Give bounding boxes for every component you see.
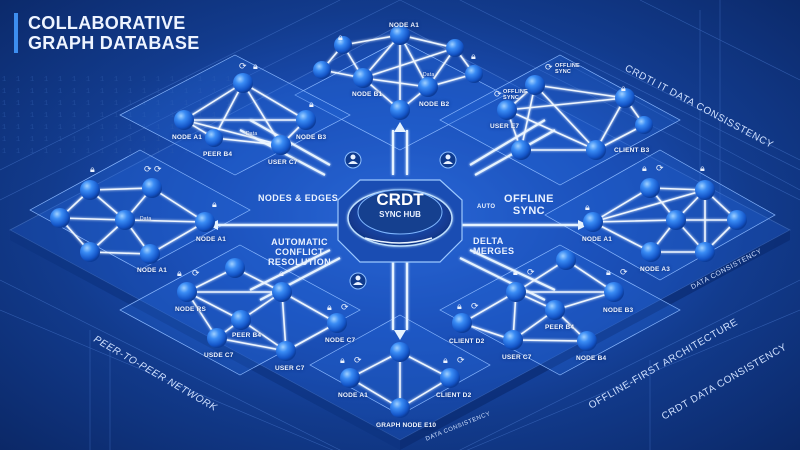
delta-merges-label: DELTA MERGES (473, 236, 514, 256)
sync-icon: ⟳ (471, 301, 479, 311)
lock-icon: 🔒︎ (253, 61, 258, 71)
node-label: NODE B3 (603, 307, 634, 314)
lock-icon: 🔒︎ (212, 199, 217, 209)
conflict-line-3: RESOLUTION (268, 257, 332, 267)
sync-icon: ⟳ (239, 61, 247, 71)
lock-icon: 🔒︎ (340, 355, 345, 365)
node-label: NODE A1 (389, 22, 420, 29)
node-label: NODE RS (175, 306, 207, 313)
lock-icon: 🔒︎ (642, 163, 647, 173)
node-label: NODE A1 (582, 236, 613, 243)
edge-label: Data (140, 216, 152, 222)
hub-title: CRDT (376, 190, 424, 209)
edge-label: Data (246, 131, 258, 137)
node-label: NODE A3 (640, 266, 671, 273)
sync-icon: ⟳ (494, 89, 502, 99)
sync-icon: ⟳ (620, 267, 628, 277)
node-label: USDE C7 (204, 352, 234, 359)
nodes-edges-label: NODES & EDGES (258, 193, 339, 203)
lock-icon: 🔒︎ (700, 163, 705, 173)
crdt-hub (337, 179, 463, 263)
sync-icon: ⟳ (341, 302, 349, 312)
conflict-line-1: AUTOMATIC (271, 237, 328, 247)
lock-icon: 🔒︎ (338, 32, 343, 42)
sync-icon: ⟳ ⟳ (144, 164, 162, 174)
node-label: USER C7 (268, 159, 298, 166)
user-avatars (344, 151, 457, 290)
hub-subtitle: SYNC HUB (379, 210, 421, 219)
offline-sync-line-1: OFFLINE (504, 193, 554, 205)
node-label: CLIENT D2 (436, 392, 472, 399)
lock-icon: 🔒︎ (606, 267, 611, 277)
node-label: CLIENT D2 (449, 338, 485, 345)
node-label: PEER B4 (232, 332, 262, 339)
node-label: USER E7 (490, 123, 520, 130)
graph-nodes (50, 25, 747, 418)
node-label: NODE C7 (325, 337, 356, 344)
title-line-2: GRAPH DATABASE (28, 33, 200, 53)
node-label: USER C7 (275, 365, 305, 372)
auto-label: AUTO (477, 204, 496, 210)
offline-sync-label: OFFLINE SYNC (504, 193, 554, 217)
node-label: PEER B4 (545, 324, 575, 331)
node-label: NODE A1 (196, 236, 227, 243)
lock-icon: 🔒︎ (457, 301, 462, 311)
lock-icon: 🔒︎ (585, 202, 590, 212)
lock-icon: 🔒︎ (90, 164, 95, 174)
delta-line-1: DELTA (473, 236, 504, 246)
lock-icon: 🔒︎ (177, 268, 182, 278)
sync-icon: ⟳ (527, 267, 535, 277)
node-label: NODE A1 (137, 267, 168, 274)
edge-label: Data (423, 72, 435, 78)
sync-icon: ⟳ (192, 268, 200, 278)
lock-icon: 🔒︎ (279, 268, 284, 278)
offline-sync-tag: OFFLINE SYNC (555, 63, 580, 75)
conflict-line-2: CONFLICT (275, 247, 324, 257)
lock-icon: 🔒︎ (621, 83, 626, 93)
lock-icon: 🔒︎ (513, 267, 518, 277)
node-label: NODE B2 (419, 101, 450, 108)
conflict-resolution-label: AUTOMATIC CONFLICT RESOLUTION (268, 237, 331, 267)
title-line-1: COLLABORATIVE (28, 13, 186, 33)
node-label: GRAPH NODE E10 (376, 422, 437, 429)
sync-icon: ⟳ (656, 163, 664, 173)
offline-sync-line-2: SYNC (512, 205, 546, 217)
node-label: NODE A1 (338, 392, 369, 399)
lock-icon: 🔒︎ (309, 99, 314, 109)
offline-sync-tag: OFFLINE SYNC (503, 89, 528, 101)
node-label: USER C7 (502, 354, 532, 361)
node-label: NODE A1 (172, 134, 203, 141)
page-title: COLLABORATIVE GRAPH DATABASE (14, 13, 200, 53)
delta-line-2: MERGES (473, 246, 515, 256)
node-label: NODE B3 (296, 134, 327, 141)
node-label: CLIENT B3 (614, 147, 650, 154)
sync-icon: ⟳ (354, 355, 362, 365)
node-label: PEER B4 (203, 151, 233, 158)
lock-icon: 🔒︎ (471, 51, 476, 61)
lock-icon: 🔒︎ (327, 302, 332, 312)
lock-icon: 🔒︎ (443, 355, 448, 365)
sync-icon: ⟳ (545, 62, 553, 72)
node-label: NODE B1 (352, 91, 383, 98)
node-label: NODE B4 (576, 355, 607, 362)
sync-icon: ⟳ (457, 355, 465, 365)
